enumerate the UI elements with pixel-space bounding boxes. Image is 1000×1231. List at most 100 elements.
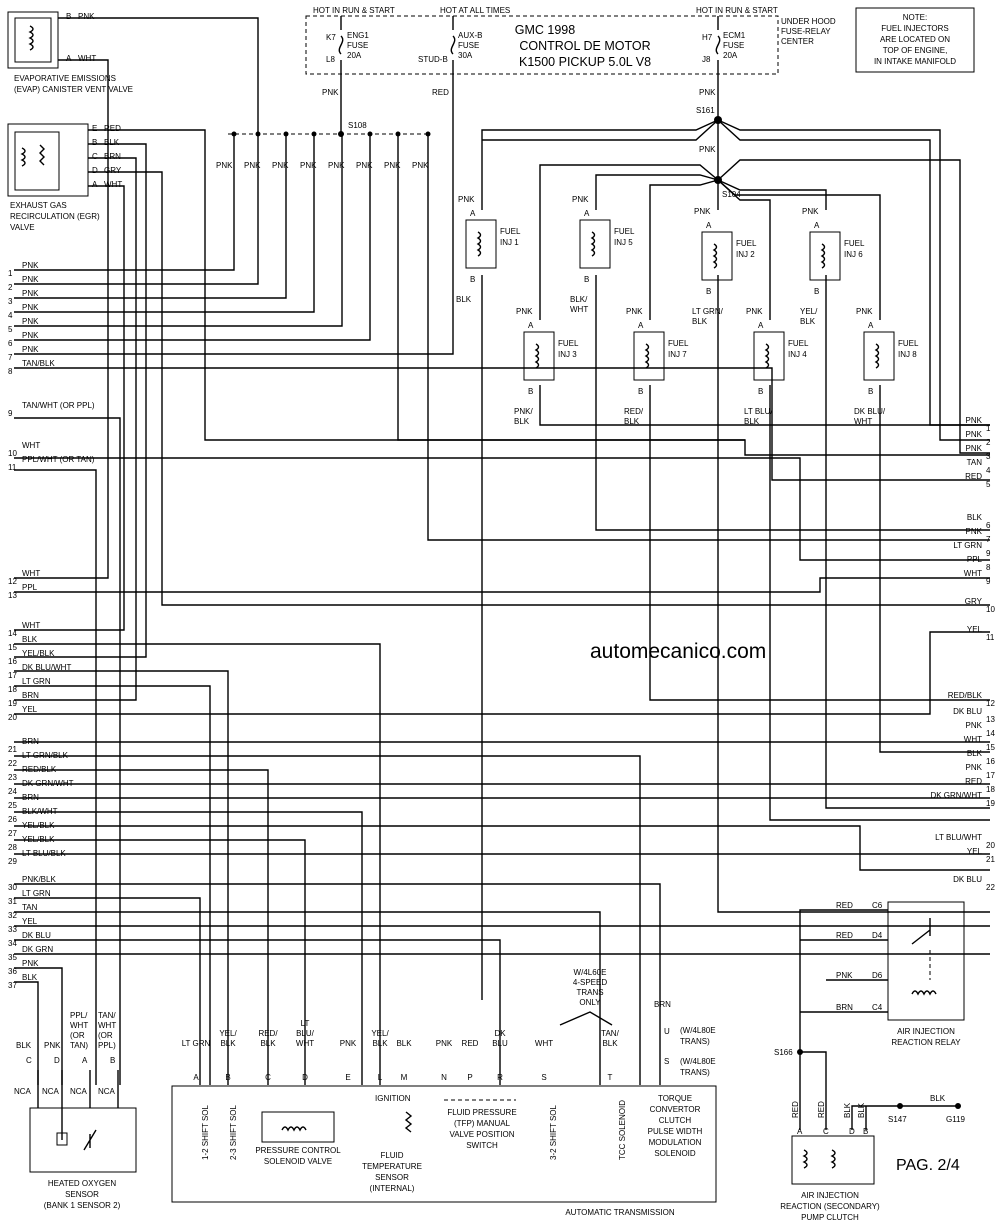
wire-network <box>14 16 990 1130</box>
s166-label: S166 <box>774 1048 793 1057</box>
relay-contact-icon <box>911 918 931 945</box>
tcc-pwm-label-2: CONVERTOR <box>650 1105 701 1114</box>
w4l60e-2: 4-SPEED <box>573 978 607 987</box>
egr-pin-a: A <box>92 180 98 189</box>
clutch-pin-id: A <box>797 1127 803 1136</box>
ecm1-bottom-pin: J8 <box>702 55 711 64</box>
evap-wire-b <box>58 17 259 134</box>
egr-label-3: VALVE <box>10 223 35 232</box>
trans-pin-letter: P <box>467 1073 472 1082</box>
fuse-relay-center: HOT IN RUN & START HOT AT ALL TIMES HOT … <box>305 6 836 75</box>
left-wire-color: WHT <box>22 441 40 450</box>
injector-body <box>863 331 895 381</box>
left-wire-number: 8 <box>8 367 13 376</box>
relay-pin-id: C6 <box>872 901 883 910</box>
drop-color-2: PNK <box>244 161 261 170</box>
egr-wire-d <box>88 171 990 606</box>
injector-name: FUEL <box>558 339 579 348</box>
pcs-label-2: SOLENOID VALVE <box>264 1157 332 1166</box>
automatic-transmission: IGNITION 1-2 SHIFT SOL 2-3 SHIFT SOL 3-2… <box>171 968 717 1217</box>
s108-tap-5 <box>367 131 373 137</box>
left-wire-color: TAN/BLK <box>22 359 55 368</box>
injector-out-color-line-0: PNK/ <box>514 407 533 416</box>
left-wire-number: 5 <box>8 325 13 334</box>
left-wire-color: PNK/BLK <box>22 875 56 884</box>
clutch-pin-id: D <box>849 1127 855 1136</box>
wire-l30 <box>14 883 661 1085</box>
right-wire-color: RED/BLK <box>948 691 983 700</box>
right-wire-color: LT GRN <box>953 541 982 550</box>
injector-out-color-line-0: BLK/ <box>570 295 588 304</box>
evap-pin-b-color: PNK <box>78 12 95 21</box>
eng1-name: ENG1 <box>347 31 369 40</box>
o2-pin-a-color-line-0: PPL/ <box>70 1011 88 1020</box>
diagram-title-3: K1500 PICKUP 5.0L V8 <box>519 55 651 69</box>
right-wire-number: 8 <box>986 563 991 572</box>
left-wire-color: PPL/WHT (OR TAN) <box>22 455 95 464</box>
left-wire-number: 19 <box>8 699 17 708</box>
auxb-name: AUX-B <box>458 31 482 40</box>
s108-tap-7 <box>425 131 431 137</box>
o2-pin-c: C <box>26 1056 32 1065</box>
evap-valve-inner <box>14 17 52 63</box>
w4l80e-s-2: TRANS) <box>680 1068 710 1077</box>
s104-to-inj3 <box>539 164 719 320</box>
injector-out-color-line-1: BLK <box>744 417 760 426</box>
egr-wire-c <box>14 157 137 701</box>
injector-in-color: PNK <box>516 307 533 316</box>
injector-body <box>633 331 665 381</box>
injector-pin-a: A <box>758 321 764 330</box>
injector-in-color: PNK <box>626 307 643 316</box>
s161-to-inj1 <box>481 119 719 210</box>
s108-tap-1 <box>231 131 237 137</box>
inj2-out <box>717 275 990 913</box>
inj3-out <box>539 385 990 426</box>
egr-valve: E RED B BLK C BRN D GRY A WHT EXHAUST GA… <box>7 123 122 232</box>
left-wire-number: 9 <box>8 409 13 418</box>
egr-pin-a-color: WHT <box>104 180 122 189</box>
right-wire-color: WHT <box>964 735 982 744</box>
o2-sense-icon <box>83 1129 97 1151</box>
injector-pin-a: A <box>706 221 712 230</box>
o2-pin-a: A <box>82 1056 88 1065</box>
left-wire-number: 36 <box>8 967 17 976</box>
trans-pin-letter: E <box>345 1073 350 1082</box>
shift-12-label: 1-2 SHIFT SOL <box>201 1104 210 1160</box>
s108-tap-6 <box>395 131 401 137</box>
right-wire-color: PNK <box>966 430 983 439</box>
right-wire-number: 22 <box>986 883 995 892</box>
right-wire-number: 18 <box>986 785 995 794</box>
fuse-center-label-3: CENTER <box>781 37 814 46</box>
egr-wire-b <box>14 143 147 658</box>
evap-pin-b: B <box>66 12 71 21</box>
ground-wire-color: BLK <box>930 1094 946 1103</box>
s104-to-inj7 <box>649 179 719 320</box>
inj4-out <box>769 385 990 821</box>
injector-body <box>809 231 841 281</box>
wire-l23 <box>14 769 269 1085</box>
injector-name: FUEL <box>500 227 521 236</box>
o2-pin-b-color-line-0: TAN/ <box>98 1011 116 1020</box>
injector-number: INJ 3 <box>558 350 577 359</box>
left-wire-color: WHT <box>22 621 40 630</box>
injector-out-color-line-0: BLK <box>456 295 472 304</box>
note-line-4: TOP OF ENGINE, <box>883 46 948 55</box>
wire-l28 <box>14 839 306 1085</box>
left-wire-color: DK BLU <box>22 931 51 940</box>
right-wire-color: LT BLU/WHT <box>935 833 982 842</box>
